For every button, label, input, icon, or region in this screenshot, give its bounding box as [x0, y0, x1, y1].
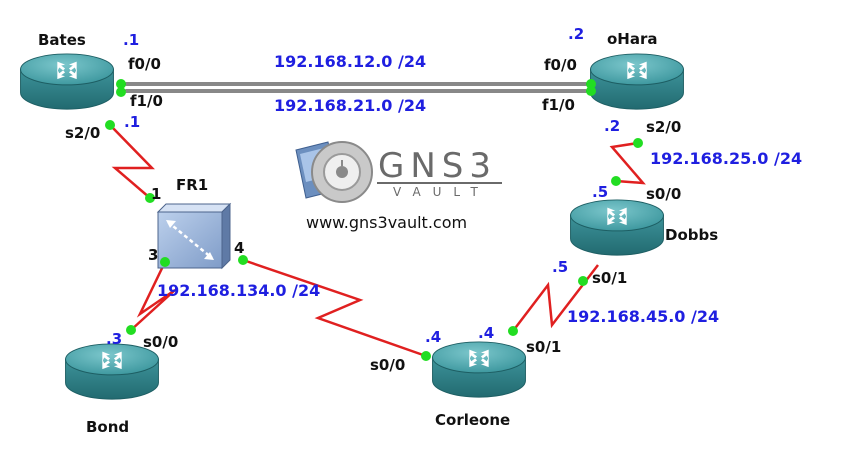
network-label-12: 192.168.12.0 /24 — [274, 52, 427, 71]
interface-label-bates-f10: f1/0 — [130, 92, 163, 110]
port-dot-ohara-f00 — [586, 79, 596, 89]
switch-port-3-label: 3 — [148, 246, 159, 264]
interface-label-ohara-f10: f1/0 — [542, 96, 575, 114]
host-id-corleone-s00: .4 — [425, 328, 442, 346]
port-dot-fr1-3 — [160, 257, 170, 267]
host-id-dobbs-s01: .5 — [552, 258, 569, 276]
port-dot-fr1-4 — [238, 255, 248, 265]
serial-link-dobbs-corleone[interactable] — [512, 264, 599, 332]
interface-label-bates-f00: f0/0 — [128, 55, 161, 73]
router-name-ohara: oHara — [607, 30, 658, 48]
network-label-134: 192.168.134.0 /24 — [157, 281, 321, 300]
interface-label-bates-s20: s2/0 — [65, 124, 101, 142]
interface-label-dobbs-s01: s0/1 — [592, 269, 628, 287]
switch-name-fr1: FR1 — [176, 176, 209, 194]
gns3-logo-icon — [295, 141, 502, 203]
host-id-ohara-s: .2 — [604, 117, 621, 135]
logo-sub: VAULT — [393, 185, 490, 199]
interface-label-ohara-s20: s2/0 — [646, 118, 682, 136]
port-dot-bates-f00 — [116, 79, 126, 89]
host-id-bates-f: .1 — [123, 31, 140, 49]
logo-name: GNS3 — [378, 146, 497, 186]
interface-label-bond-s00: s0/0 — [143, 333, 179, 351]
interface-label-corleone-s00: s0/0 — [370, 356, 406, 374]
host-id-ohara-f: .2 — [568, 25, 585, 43]
router-corleone-icon[interactable] — [432, 341, 526, 398]
serial-link-bates-fr1[interactable] — [109, 124, 155, 199]
port-dot-corleone-s00 — [421, 351, 431, 361]
host-id-dobbs-s00: .5 — [592, 183, 609, 201]
router-bates-icon[interactable] — [20, 53, 114, 110]
router-ohara-icon[interactable] — [590, 53, 684, 110]
port-dot-ohara-f10 — [586, 86, 596, 96]
host-id-bates-s: .1 — [124, 113, 141, 131]
port-dot-ohara-s20 — [633, 138, 643, 148]
port-dot-bond-s00 — [126, 325, 136, 335]
port-dot-corleone-s01 — [508, 326, 518, 336]
port-dots — [105, 79, 643, 361]
port-dot-dobbs-s01 — [578, 276, 588, 286]
network-label-21: 192.168.21.0 /24 — [274, 96, 427, 115]
router-name-dobbs: Dobbs — [665, 226, 719, 244]
serial-link-ohara-dobbs[interactable] — [609, 141, 646, 185]
router-bond-icon[interactable] — [65, 343, 159, 400]
port-dot-fr1-1 — [145, 193, 155, 203]
port-dot-bates-f10 — [116, 87, 126, 97]
host-id-corleone-s01: .4 — [478, 324, 495, 342]
interface-label-ohara-f00: f0/0 — [544, 56, 577, 74]
interface-label-dobbs-s00: s0/0 — [646, 185, 682, 203]
serial-link-fr1-corleone[interactable] — [242, 258, 427, 358]
router-name-bond: Bond — [86, 418, 130, 436]
router-name-bates: Bates — [38, 31, 86, 49]
logo-url-link[interactable]: www.gns3vault.com — [306, 213, 468, 232]
port-dot-dobbs-s00 — [611, 176, 621, 186]
frame-relay-switch-icon[interactable] — [156, 202, 232, 270]
port-dot-bates-s20 — [105, 120, 115, 130]
switch-port-4-label: 4 — [234, 239, 245, 257]
interface-label-corleone-s01: s0/1 — [526, 338, 562, 356]
switch-port-1-label: 1 — [151, 185, 162, 203]
host-id-bond: .3 — [106, 330, 123, 348]
router-name-corleone: Corleone — [435, 411, 511, 429]
router-dobbs-icon[interactable] — [570, 199, 664, 256]
network-label-45: 192.168.45.0 /24 — [567, 307, 720, 326]
network-label-25: 192.168.25.0 /24 — [650, 149, 803, 168]
serial-link-fr1-bond[interactable] — [130, 261, 176, 331]
